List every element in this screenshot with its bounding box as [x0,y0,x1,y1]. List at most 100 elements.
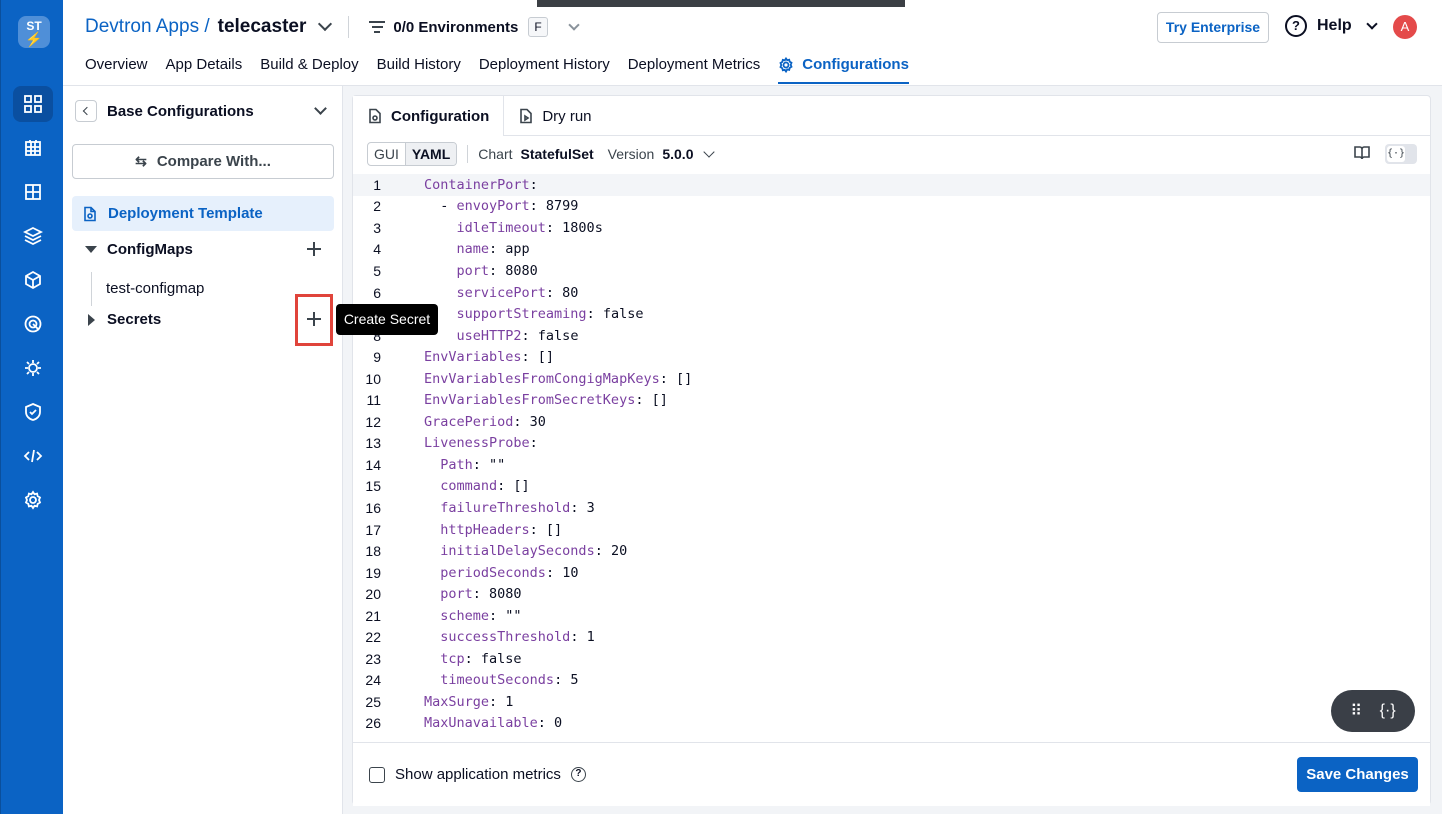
version-chevron-icon[interactable] [703,146,716,158]
code-line[interactable]: 3 idleTimeout: 1800s [353,217,1430,239]
line-number: 10 [365,370,381,387]
line-number: 11 [366,392,381,409]
yaml-value: : false [464,650,522,667]
settings-gear-icon[interactable] [13,482,53,518]
environment-filter[interactable]: 0/0 Environments F [369,17,580,37]
resource-browser-icon[interactable] [13,174,53,210]
environment-chevron-icon[interactable] [568,19,580,31]
book-readme-icon[interactable] [1353,144,1371,165]
shield-icon[interactable] [13,394,53,430]
tab-build-history[interactable]: Build History [376,56,461,73]
code-line[interactable]: 23 tcp: false [353,648,1430,670]
yaml-toggle[interactable]: YAML [404,143,457,165]
code-line[interactable]: 7 supportStreaming: false [353,303,1430,325]
line-number: 13 [365,435,381,452]
code-line[interactable]: 24 timeoutSeconds: 5 [353,670,1430,692]
code-line[interactable]: 6 servicePort: 80 [353,282,1430,304]
tab-deployment-history[interactable]: Deployment History [478,56,610,73]
code-line[interactable]: 19 periodSeconds: 10 [353,562,1430,584]
apps-icon[interactable] [13,86,53,122]
yaml-value: : 5 [554,672,579,689]
app-name[interactable]: telecaster [217,16,307,37]
help-menu[interactable]: ? Help [1285,15,1378,37]
caret-right-icon [88,313,95,326]
values-toggle[interactable]: {·} [1385,144,1417,164]
code-line[interactable]: 17 httpHeaders: [] [353,519,1430,541]
breadcrumb-devtron-apps[interactable]: Devtron Apps / [85,16,210,37]
user-avatar[interactable]: A [1393,15,1417,39]
configmaps-label: ConfigMaps [107,241,193,258]
org-logo[interactable]: ST ⚡ [18,16,50,48]
try-enterprise-button[interactable]: Try Enterprise [1157,12,1269,43]
save-changes-button[interactable]: Save Changes [1297,757,1418,792]
collapse-chevron-icon[interactable] [314,102,327,115]
code-line[interactable]: 14 Path: "" [353,454,1430,476]
code-line[interactable]: 2 - envoyPort: 8799 [353,196,1430,218]
braces-action-icon[interactable]: {·} [1379,702,1396,719]
security-scan-icon[interactable] [13,306,53,342]
left-rail: ST ⚡ [0,0,63,814]
gui-toggle[interactable]: GUI [374,146,399,162]
code-line[interactable]: 15 command: [] [353,476,1430,498]
tab-build-deploy[interactable]: Build & Deploy [260,56,359,73]
code-line[interactable]: 5 port: 8080 [353,260,1430,282]
code-icon[interactable] [13,438,53,474]
tab-overview[interactable]: Overview [85,56,148,73]
code-line[interactable]: 22 successThreshold: 1 [353,626,1430,648]
tab-configuration[interactable]: Configuration [353,96,505,136]
yaml-key: idleTimeout [456,219,546,236]
back-chevron-icon[interactable] [75,100,97,122]
bug-icon[interactable] [13,350,53,386]
tab-dry-run[interactable]: Dry run [504,96,605,136]
floating-action-bar[interactable]: ⠿ {·} [1331,690,1415,732]
yaml-value: : [529,435,538,452]
sidebar-item-deployment-template[interactable]: Deployment Template [72,196,334,231]
code-indent [424,241,457,257]
tab-deployment-metrics[interactable]: Deployment Metrics [627,56,761,73]
app-switcher-chevron-icon[interactable] [318,16,333,32]
code-text: periodSeconds: 10 [424,565,578,581]
add-configmap-plus-icon[interactable] [306,241,322,257]
compare-with-label: Compare With... [156,153,271,170]
code-indent [424,522,440,538]
app-groups-icon[interactable] [13,130,53,166]
charts-icon[interactable] [13,218,53,254]
code-line[interactable]: 18 initialDelaySeconds: 20 [353,540,1430,562]
show-metrics-checkbox[interactable] [369,766,385,783]
tab-app-details[interactable]: App Details [165,56,243,73]
yaml-value: : 20 [594,543,628,560]
sidebar-item-secrets[interactable]: Secrets [72,302,334,337]
code-line[interactable]: 4 name: app [353,239,1430,261]
editor-card: Configuration Dry run GUI YAML Chart Sta… [352,95,1431,806]
code-line[interactable]: 20 port: 8080 [353,583,1430,605]
sidebar-item-configmaps[interactable]: ConfigMaps [72,232,334,267]
sidebar-item-test-configmap[interactable]: test-configmap [91,272,334,306]
tab-configurations[interactable]: Configurations [778,56,909,84]
line-number: 23 [365,650,381,667]
code-text: failureThreshold: 3 [424,499,594,516]
info-icon[interactable]: ? [570,767,586,782]
yaml-key: periodSeconds [440,564,546,581]
code-line[interactable]: 21 scheme: "" [353,605,1430,627]
version-select[interactable]: 5.0.0 [662,146,694,162]
sidebar-title: Base Configurations [107,102,254,120]
compare-with-button[interactable]: ⇆ Compare With... [72,144,334,179]
cube-icon[interactable] [13,262,53,298]
code-indent [424,285,457,301]
create-secret-plus-icon[interactable] [306,311,322,327]
yaml-key: servicePort [456,284,546,301]
tab-dry-run-label: Dry run [542,107,592,125]
code-line[interactable]: 16 failureThreshold: 3 [353,497,1430,519]
yaml-key: failureThreshold [440,499,571,516]
drag-handle-icon[interactable]: ⠿ [1350,703,1362,720]
code-line[interactable]: 8 useHTTP2: false [353,325,1430,347]
